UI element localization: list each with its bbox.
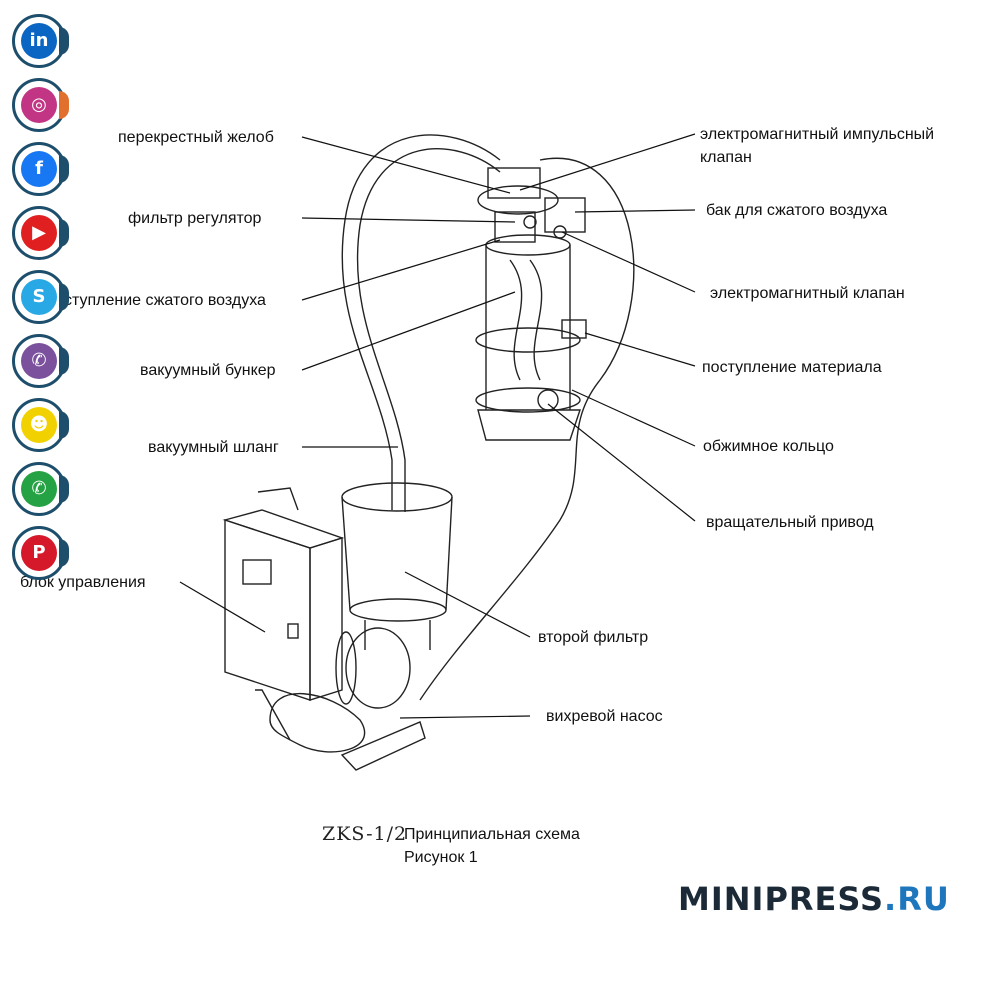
facebook-tab bbox=[59, 155, 69, 183]
vacuum-hose-outer bbox=[341, 134, 501, 510]
leader-second-filter bbox=[404, 571, 531, 638]
clamp-ring-2 bbox=[475, 387, 581, 413]
label-clamp-ring: обжимное кольцо bbox=[703, 438, 834, 455]
skype-button[interactable]: S bbox=[12, 270, 69, 324]
brand-name: MINIPRESS bbox=[678, 880, 885, 918]
label-vacuum-hose: вакуумный шланг bbox=[148, 439, 279, 456]
leader-rotary-drive bbox=[547, 403, 696, 522]
pump-motor bbox=[345, 627, 411, 709]
brand-suffix: .RU bbox=[884, 880, 950, 918]
snapchat-tab bbox=[59, 411, 69, 439]
leader-pulse-valve bbox=[519, 133, 696, 191]
facebook-icon: f bbox=[21, 151, 57, 187]
label-vortex-pump: вихревой насос bbox=[546, 708, 663, 725]
hopper-flange bbox=[477, 409, 581, 441]
pinterest-button[interactable]: P bbox=[12, 526, 69, 580]
label-rotary-drive: вращательный привод bbox=[706, 514, 874, 531]
linkedin-button[interactable]: in bbox=[12, 14, 69, 68]
leader-clamp-ring bbox=[571, 389, 696, 447]
viber-tab bbox=[59, 347, 69, 375]
pulse-valve bbox=[487, 167, 541, 199]
control-switch bbox=[287, 623, 299, 639]
rotary-drive bbox=[537, 389, 559, 411]
leader-material-inlet bbox=[584, 332, 696, 367]
youtube-button[interactable]: ▶ bbox=[12, 206, 69, 260]
control-box-front bbox=[224, 519, 311, 701]
whatsapp-tab bbox=[59, 475, 69, 503]
control-box-side bbox=[309, 537, 343, 701]
leader-hopper bbox=[301, 291, 516, 371]
viber-button[interactable]: ✆ bbox=[12, 334, 69, 388]
cable-loop bbox=[419, 157, 635, 701]
label-filter-regulator: фильтр регулятор bbox=[128, 210, 262, 227]
label-air-tank: бак для сжатого воздуха bbox=[706, 202, 888, 219]
label-cross-chute: перекрестный желоб bbox=[118, 129, 274, 146]
whatsapp-icon: ✆ bbox=[21, 471, 57, 507]
label-material-inlet: поступление материала bbox=[702, 359, 882, 376]
label-pulse-valve: электромагнитный импульсный bbox=[700, 126, 935, 143]
clamp-ring-1 bbox=[475, 327, 581, 353]
brand-logo[interactable]: MINIPRESS.RU bbox=[678, 880, 950, 918]
instagram-icon: ◎ bbox=[21, 87, 57, 123]
leader-air-tank bbox=[574, 209, 696, 213]
leader-cross-chute bbox=[301, 136, 511, 194]
material-inlet bbox=[561, 319, 587, 339]
linkedin-icon: in bbox=[21, 23, 57, 59]
leader-solenoid bbox=[561, 231, 696, 293]
pinterest-tab bbox=[59, 539, 69, 567]
vacuum-hose-inner bbox=[356, 148, 501, 512]
model-number: ZKS-1/2 bbox=[322, 823, 408, 845]
control-box-top bbox=[222, 509, 345, 549]
leader-control-box bbox=[179, 581, 266, 633]
whatsapp-button[interactable]: ✆ bbox=[12, 462, 69, 516]
label-pulse-valve-2: клапан bbox=[700, 149, 752, 166]
caption-title: Принципиальная схема bbox=[404, 826, 580, 843]
skype-tab bbox=[59, 283, 69, 311]
leader-vortex-pump bbox=[399, 715, 531, 719]
label-second-filter: второй фильтр bbox=[538, 629, 649, 646]
linkedin-tab bbox=[59, 27, 69, 55]
viber-icon: ✆ bbox=[21, 343, 57, 379]
facebook-button[interactable]: f bbox=[12, 142, 69, 196]
pump-base bbox=[340, 721, 426, 771]
youtube-tab bbox=[59, 219, 69, 247]
label-compressed-air-inlet: ступление сжатого воздуха bbox=[64, 292, 266, 309]
snapchat-button[interactable]: ☻ bbox=[12, 398, 69, 452]
hopper-cap bbox=[477, 185, 559, 215]
leader-filter-regulator bbox=[301, 217, 516, 223]
air-tank bbox=[544, 197, 586, 233]
label-control-box: блок управления bbox=[20, 574, 146, 591]
label-solenoid-valve: электромагнитный клапан bbox=[710, 285, 905, 302]
leader-air-inlet bbox=[301, 239, 501, 301]
skype-icon: S bbox=[21, 279, 57, 315]
snapchat-icon: ☻ bbox=[21, 407, 57, 443]
filter-bucket-top bbox=[341, 482, 453, 512]
label-vacuum-hopper: вакуумный бункер bbox=[140, 362, 276, 379]
pinterest-icon: P bbox=[21, 535, 57, 571]
instagram-tab bbox=[59, 91, 69, 119]
youtube-icon: ▶ bbox=[21, 215, 57, 251]
filter-regulator bbox=[494, 211, 536, 243]
instagram-button[interactable]: ◎ bbox=[12, 78, 69, 132]
caption-figure: Рисунок 1 bbox=[404, 849, 478, 866]
